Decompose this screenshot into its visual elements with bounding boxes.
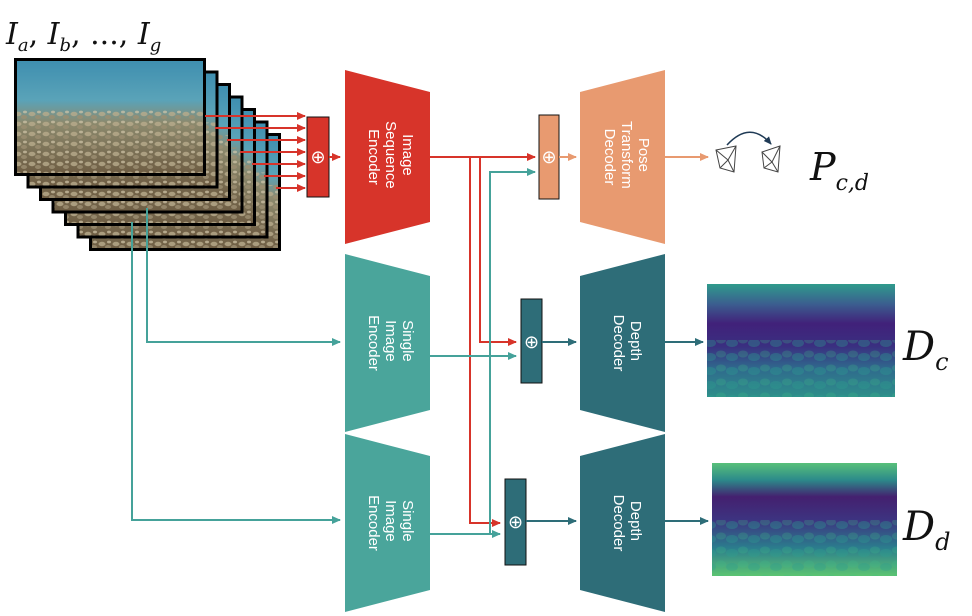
depth-decoder-top: Depth Decoder xyxy=(580,254,665,432)
single-image-encoder-top: Single Image Encoder xyxy=(345,254,430,432)
image-sequence-encoder: Image Sequence Encoder xyxy=(345,70,430,244)
sequence-feature-arrows xyxy=(430,153,536,527)
stack-to-concat-arrows xyxy=(205,112,306,192)
input-frame xyxy=(14,58,206,176)
depth-c-label: Dc xyxy=(902,324,949,376)
concat-depth-bottom-block: ⊕ xyxy=(504,478,527,566)
pose-output-label: Pc,d xyxy=(809,145,869,196)
camera-icon xyxy=(715,145,737,173)
stack-to-single-encoder-arrows xyxy=(131,208,341,524)
depth-decoder-bottom: Depth Decoder xyxy=(580,434,665,612)
svg-text:Image Sequence Enc: Image Sequence Encoder xyxy=(365,121,416,193)
svg-text:Pose Transform Dec: Pose Transform Decoder xyxy=(601,121,652,193)
concat-symbol-input: ⊕ xyxy=(310,147,325,168)
depth-d-label: Dd xyxy=(902,504,950,556)
concat-symbol-pose: ⊕ xyxy=(541,147,556,168)
concat-symbol-depth-top: ⊕ xyxy=(524,332,539,353)
camera-icon xyxy=(761,145,781,173)
depth-map-c xyxy=(707,284,895,397)
concat-symbol-depth-bottom: ⊕ xyxy=(508,512,523,533)
encoder-to-pose-concat-arrows xyxy=(489,168,536,534)
svg-text:Depth Decoder: Depth Decoder xyxy=(610,495,644,552)
single-encoder-feature-arrows xyxy=(430,352,517,538)
input-label: Ia, Ib, ..., Ig xyxy=(5,17,161,56)
concat-pose-block: ⊕ xyxy=(538,114,560,200)
depth-map-d xyxy=(712,463,897,576)
pose-transform-arrow-icon xyxy=(726,131,772,146)
concat-depth-top-block: ⊕ xyxy=(520,298,543,384)
svg-text:Single Image Encod: Single Image Encoder xyxy=(365,495,416,551)
pose-transform-decoder: Pose Transform Decoder xyxy=(580,70,665,244)
svg-text:Depth Decoder: Depth Decoder xyxy=(610,315,644,372)
svg-text:Single Image Encod: Single Image Encoder xyxy=(365,315,416,371)
camera-pose-icon xyxy=(715,131,781,173)
concat-input-block: ⊕ xyxy=(306,116,330,198)
single-image-encoder-bottom: Single Image Encoder xyxy=(345,434,430,612)
